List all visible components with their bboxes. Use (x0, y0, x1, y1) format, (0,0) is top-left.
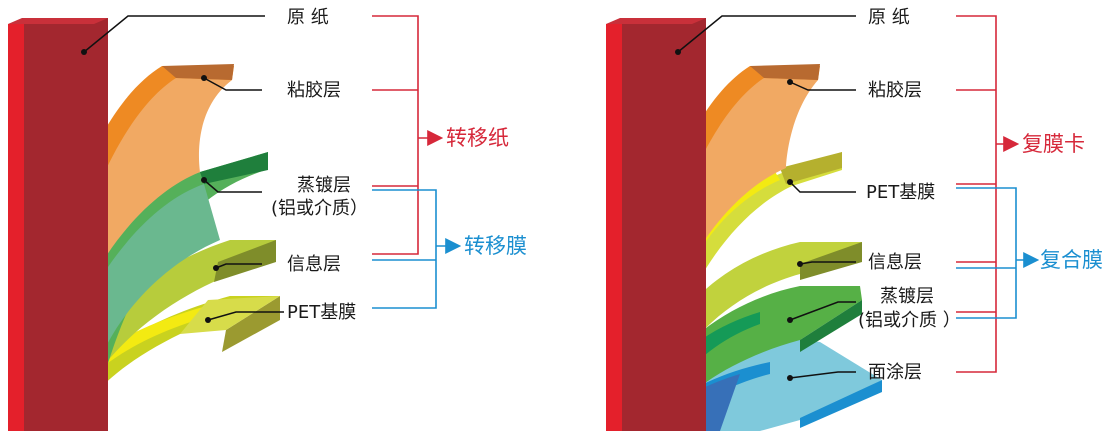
left-adhesive-fill (44, 78, 232, 431)
right-leader-vapor (789, 301, 856, 321)
left-leader-dots (81, 49, 219, 323)
left-diagram: 原 纸 粘胶层 蒸镀层 (铝或介质） 信息层 PET基膜 转移纸 转移膜 (8, 7, 527, 431)
right-vapor-layer (634, 286, 862, 431)
left-leader-pet (207, 311, 284, 321)
left-bracket-red (372, 15, 444, 255)
left-paper-edge (8, 24, 24, 431)
right-adhesive-top (750, 64, 820, 80)
left-pet-top (180, 296, 280, 334)
left-adhesive-top (162, 64, 234, 80)
right-group-composite-film: 复合膜 (1040, 248, 1103, 272)
left-label-vapor-sub: (铝或介质） (271, 198, 368, 219)
right-leader-pet (789, 181, 856, 193)
right-leader-lines (677, 15, 856, 379)
left-dot-raw-paper (81, 49, 87, 55)
right-pet-top (780, 152, 842, 184)
left-dot-vapor (201, 177, 207, 183)
left-group-transfer-film: 转移膜 (464, 234, 527, 258)
right-leader-adhesive (789, 81, 856, 91)
left-paper-face (22, 18, 108, 431)
left-paper-top (8, 18, 108, 24)
right-paper-top (606, 18, 706, 24)
right-diagram: 原 纸 粘胶层 PET基膜 信息层 蒸镀层 (铝或介质 ） 面涂层 复膜卡 复合… (606, 7, 1103, 431)
right-adhesive-fill (636, 78, 818, 431)
left-leader-lines (83, 15, 284, 321)
left-dot-adhesive (201, 75, 207, 81)
left-label-vapor: 蒸镀层 (297, 175, 351, 196)
right-dot-coating (787, 375, 793, 381)
left-label-raw-paper: 原 纸 (287, 7, 329, 28)
right-paper-face (620, 18, 706, 431)
right-label-adhesive: 粘胶层 (868, 80, 922, 101)
right-group-laminated-card: 复膜卡 (1022, 132, 1085, 156)
right-layer-stack (606, 18, 882, 431)
right-bracket-blue (956, 187, 1040, 319)
left-leader-raw-paper (83, 15, 265, 53)
right-label-coating: 面涂层 (868, 362, 922, 383)
right-dot-pet (787, 179, 793, 185)
left-label-info: 信息层 (287, 254, 341, 275)
right-leader-raw-paper (677, 15, 856, 53)
right-label-vapor-sub: (铝或介质 ） (858, 310, 961, 331)
right-leader-info (799, 261, 856, 265)
right-bracket-red (956, 15, 1020, 373)
right-coating-bottom (800, 380, 882, 428)
right-paper-edge (606, 24, 622, 431)
left-group-transfer-paper: 转移纸 (446, 126, 509, 150)
left-dot-info (213, 265, 219, 271)
right-dot-vapor (787, 317, 793, 323)
right-label-vapor: 蒸镀层 (880, 286, 934, 307)
right-vapor-thickness (800, 300, 862, 352)
right-leader-coating (789, 371, 856, 379)
right-label-pet: PET基膜 (866, 182, 935, 203)
left-leader-vapor (203, 179, 262, 193)
left-layer-stack (8, 18, 280, 431)
left-pet-thickness (222, 296, 280, 352)
left-dot-pet (205, 317, 211, 323)
right-label-raw-paper: 原 纸 (868, 7, 910, 28)
left-label-pet: PET基膜 (287, 302, 356, 323)
right-leader-dots (675, 49, 803, 381)
left-label-adhesive: 粘胶层 (287, 80, 341, 101)
right-dot-raw-paper (675, 49, 681, 55)
right-dot-info (797, 261, 803, 267)
left-info-thickness (214, 240, 276, 282)
right-info-thickness (800, 242, 862, 280)
left-bracket-blue (372, 189, 462, 309)
left-leader-info (215, 263, 262, 269)
left-vapor-edge (200, 152, 268, 184)
left-leader-adhesive (203, 77, 262, 91)
right-label-info: 信息层 (868, 252, 922, 273)
right-dot-adhesive (787, 79, 793, 85)
